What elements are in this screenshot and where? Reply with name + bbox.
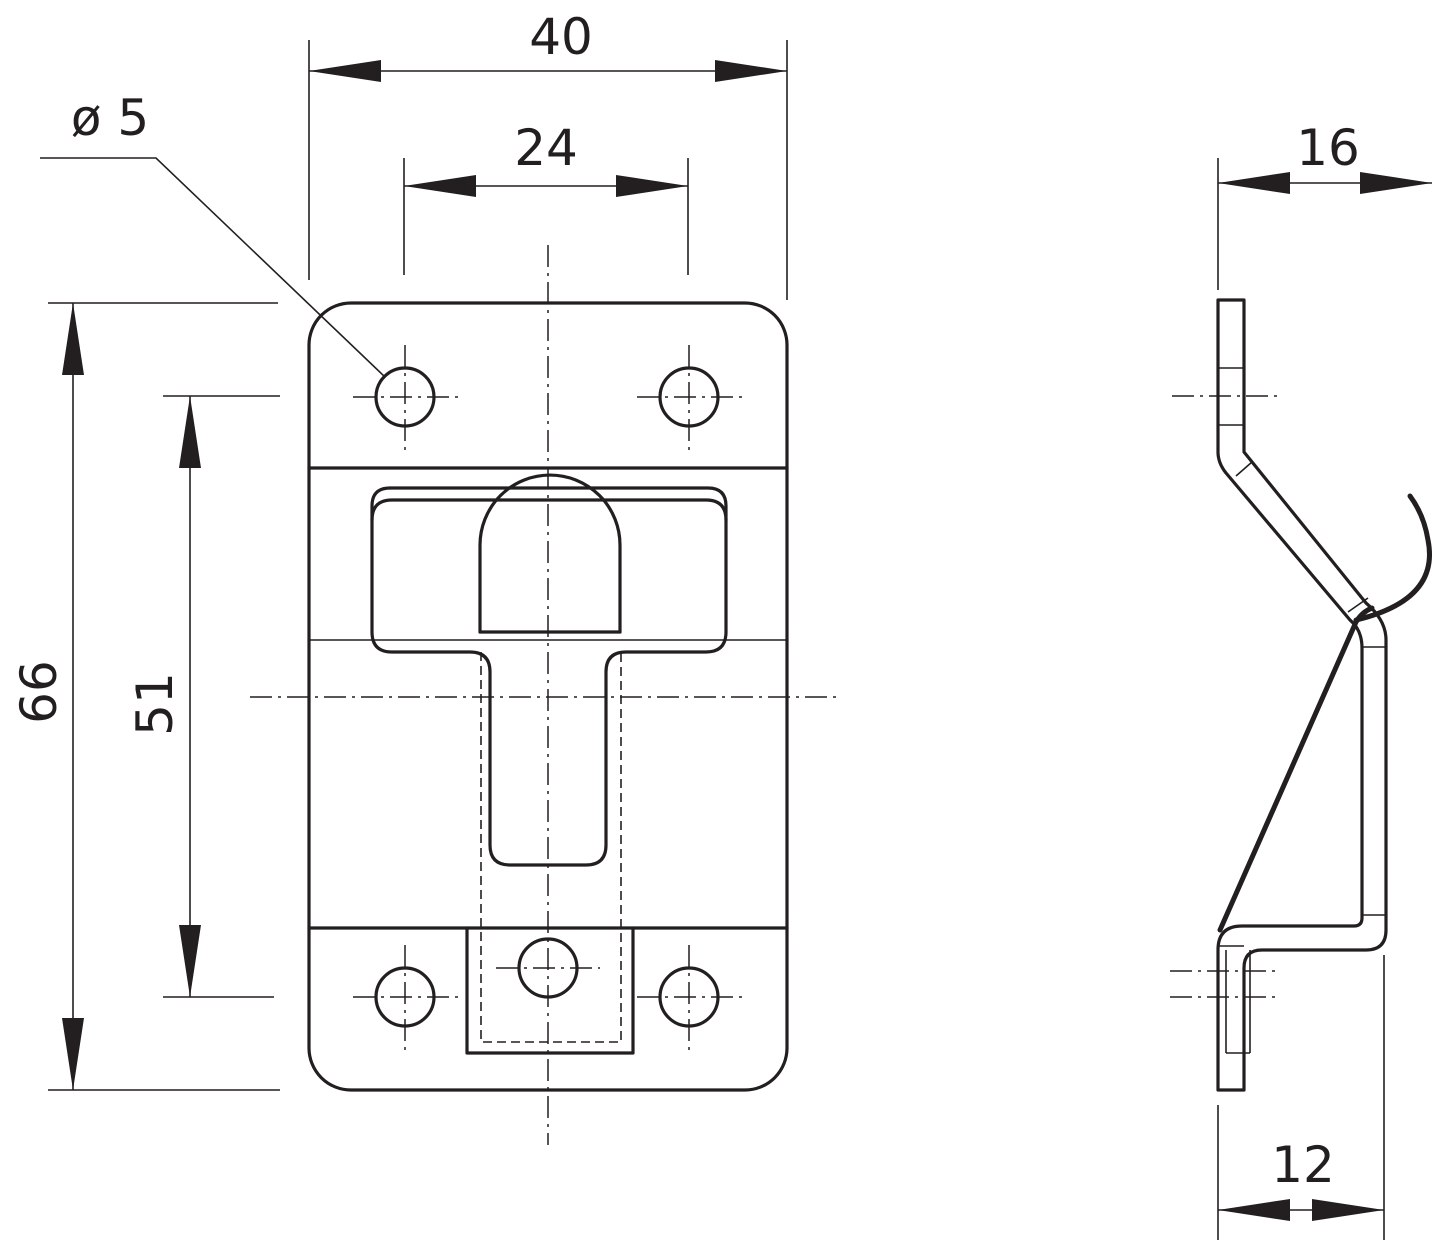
dim-label-diameter: ø 5 bbox=[71, 89, 149, 147]
side-view: 16 12 bbox=[1170, 119, 1432, 1240]
keeper-outline bbox=[465, 926, 635, 1055]
dim-label-51: 51 bbox=[126, 672, 184, 736]
dim-label-24: 24 bbox=[514, 119, 578, 177]
keeper-hidden bbox=[480, 652, 622, 1043]
latch-hook bbox=[1353, 493, 1432, 623]
dim-label-12: 12 bbox=[1271, 1136, 1335, 1194]
dimension-66: 66 bbox=[10, 302, 280, 1091]
dimension-diameter: ø 5 bbox=[40, 89, 386, 378]
dimension-40: 40 bbox=[308, 8, 788, 300]
hole-centerlines bbox=[353, 345, 742, 1050]
side-fold-lines bbox=[1218, 367, 1386, 1054]
dimension-24: 24 bbox=[403, 119, 689, 275]
t-tab-outline bbox=[370, 498, 728, 867]
side-profile bbox=[1216, 298, 1388, 1092]
dimension-12: 12 bbox=[1217, 955, 1385, 1240]
latch-lever bbox=[1217, 605, 1375, 933]
dim-label-16: 16 bbox=[1296, 119, 1360, 177]
dim-label-66: 66 bbox=[10, 660, 68, 724]
tab-back-outline bbox=[388, 486, 728, 522]
dim-label-40: 40 bbox=[529, 8, 593, 66]
dimension-16: 16 bbox=[1217, 119, 1432, 290]
latch-head bbox=[478, 473, 622, 634]
front-view: 40 24 ø 5 66 bbox=[10, 8, 842, 1145]
tab-back-left bbox=[370, 486, 392, 522]
dimension-51: 51 bbox=[126, 395, 280, 998]
